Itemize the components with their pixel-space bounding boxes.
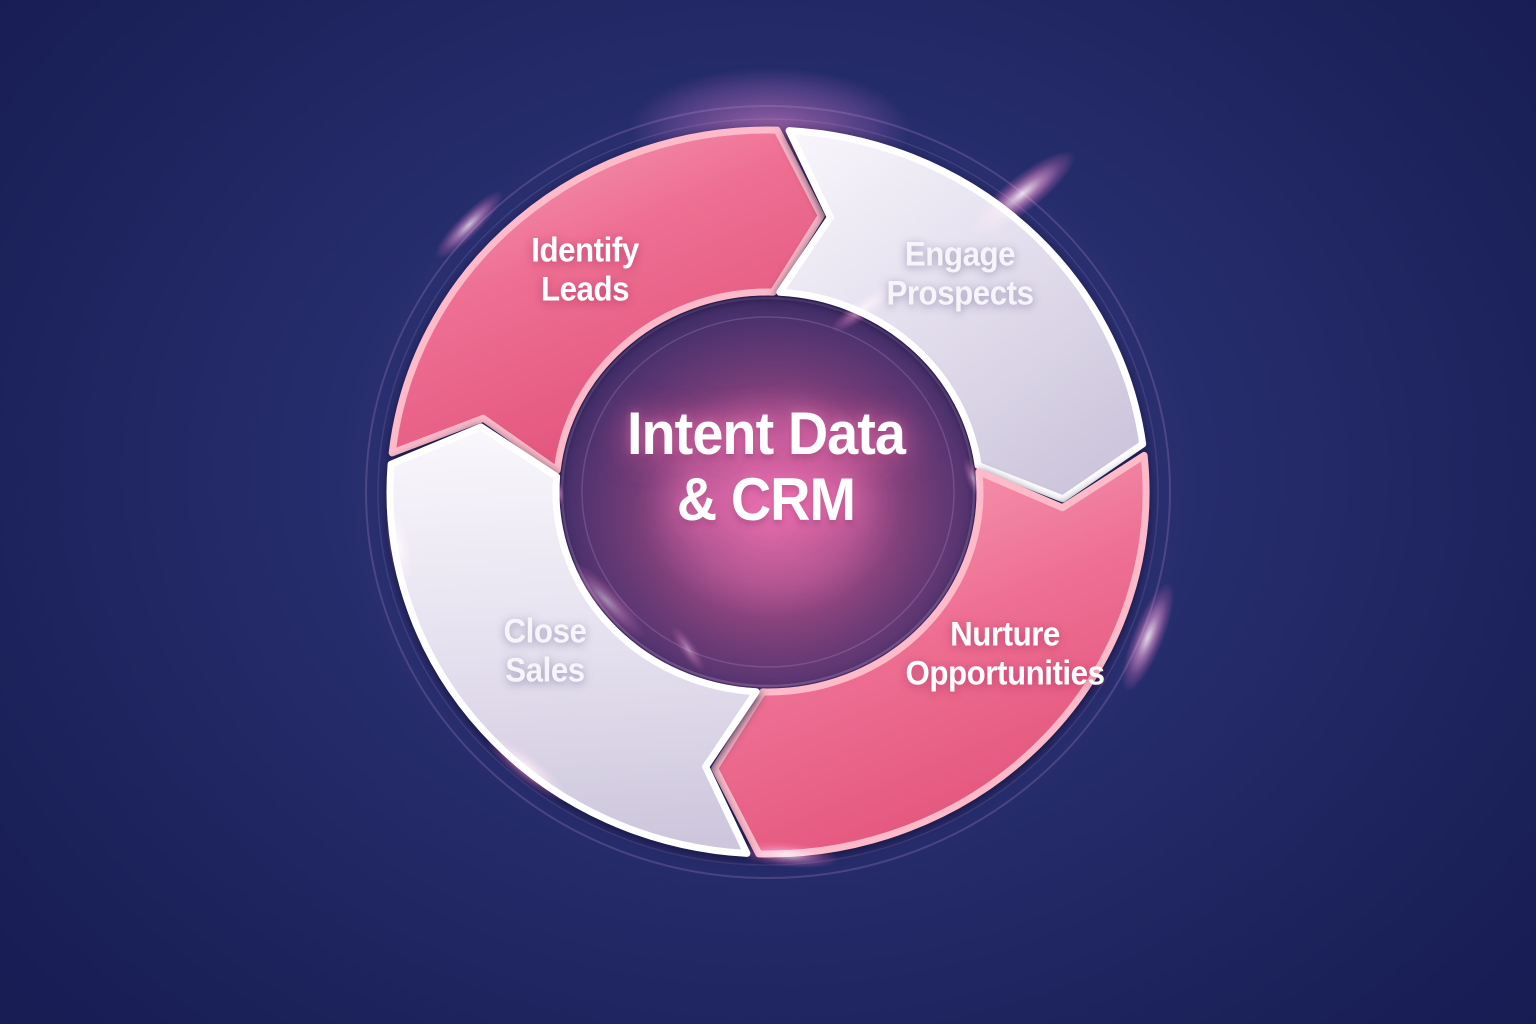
- inner-decorative-ring: [581, 316, 955, 668]
- label-line: Prospects: [886, 275, 1034, 313]
- label-line: Leads: [540, 271, 630, 309]
- label-line: Opportunities: [905, 655, 1105, 693]
- segment-label-nurture-opportunities: Nurture Opportunities: [905, 615, 1105, 695]
- label-line: Identify: [531, 231, 639, 270]
- label-line: Close: [503, 612, 587, 651]
- label-line: Nurture: [950, 615, 1060, 654]
- center-title: Intent Data & CRM: [626, 400, 906, 533]
- outer-decorative-ring: [365, 105, 1171, 879]
- segment-label-close-sales: Close Sales: [504, 613, 587, 692]
- center-title-line-2: & CRM: [676, 466, 856, 533]
- center-title-line-1: Intent Data: [626, 400, 906, 467]
- center-circle: [556, 292, 980, 692]
- arrow-segments: [386, 126, 1150, 858]
- label-line: Sales: [505, 652, 585, 690]
- arrow-segment-identify-leads: [388, 126, 825, 474]
- segment-label-identify-leads: Identify Leads: [531, 232, 639, 311]
- label-line: Engage: [904, 235, 1016, 274]
- segment-label-engage-prospects: Engage Prospects: [886, 235, 1034, 315]
